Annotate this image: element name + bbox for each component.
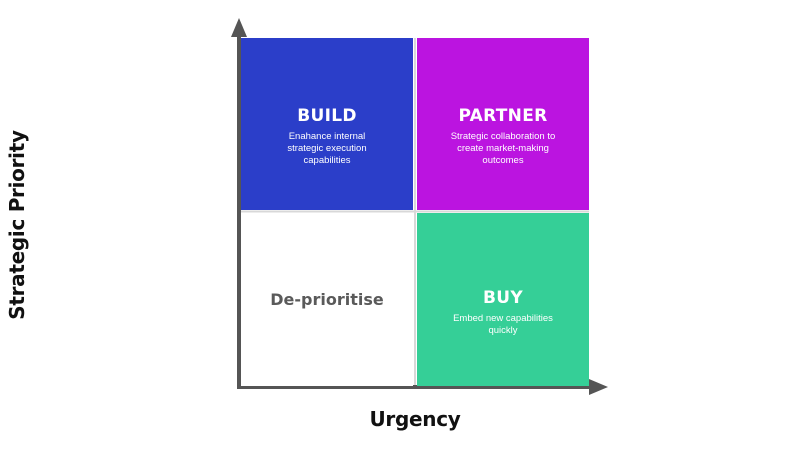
- deprioritise-title: De-prioritise: [270, 290, 384, 309]
- partner-title: PARTNER: [458, 106, 548, 126]
- build-description: Enahance internal strategic execution ca…: [287, 131, 367, 166]
- y-axis-arrow: [231, 18, 247, 37]
- quadrant-build: BUILD Enahance internal strategic execut…: [241, 38, 413, 210]
- quadrant-deprioritise: De-prioritise: [241, 213, 413, 386]
- partner-description: Strategic collaboration to create market…: [450, 131, 556, 166]
- x-axis-label: Urgency: [369, 407, 461, 431]
- buy-title: BUY: [483, 288, 523, 308]
- build-title: BUILD: [297, 106, 357, 126]
- buy-description: Embed new capabilities quickly: [453, 313, 553, 336]
- quadrant-buy: BUY Embed new capabilities quickly: [417, 213, 589, 386]
- x-axis-arrow: [589, 379, 608, 395]
- y-axis-label: Strategic Priority: [5, 130, 29, 320]
- quadrant-partner: PARTNER Strategic collaboration to creat…: [417, 38, 589, 210]
